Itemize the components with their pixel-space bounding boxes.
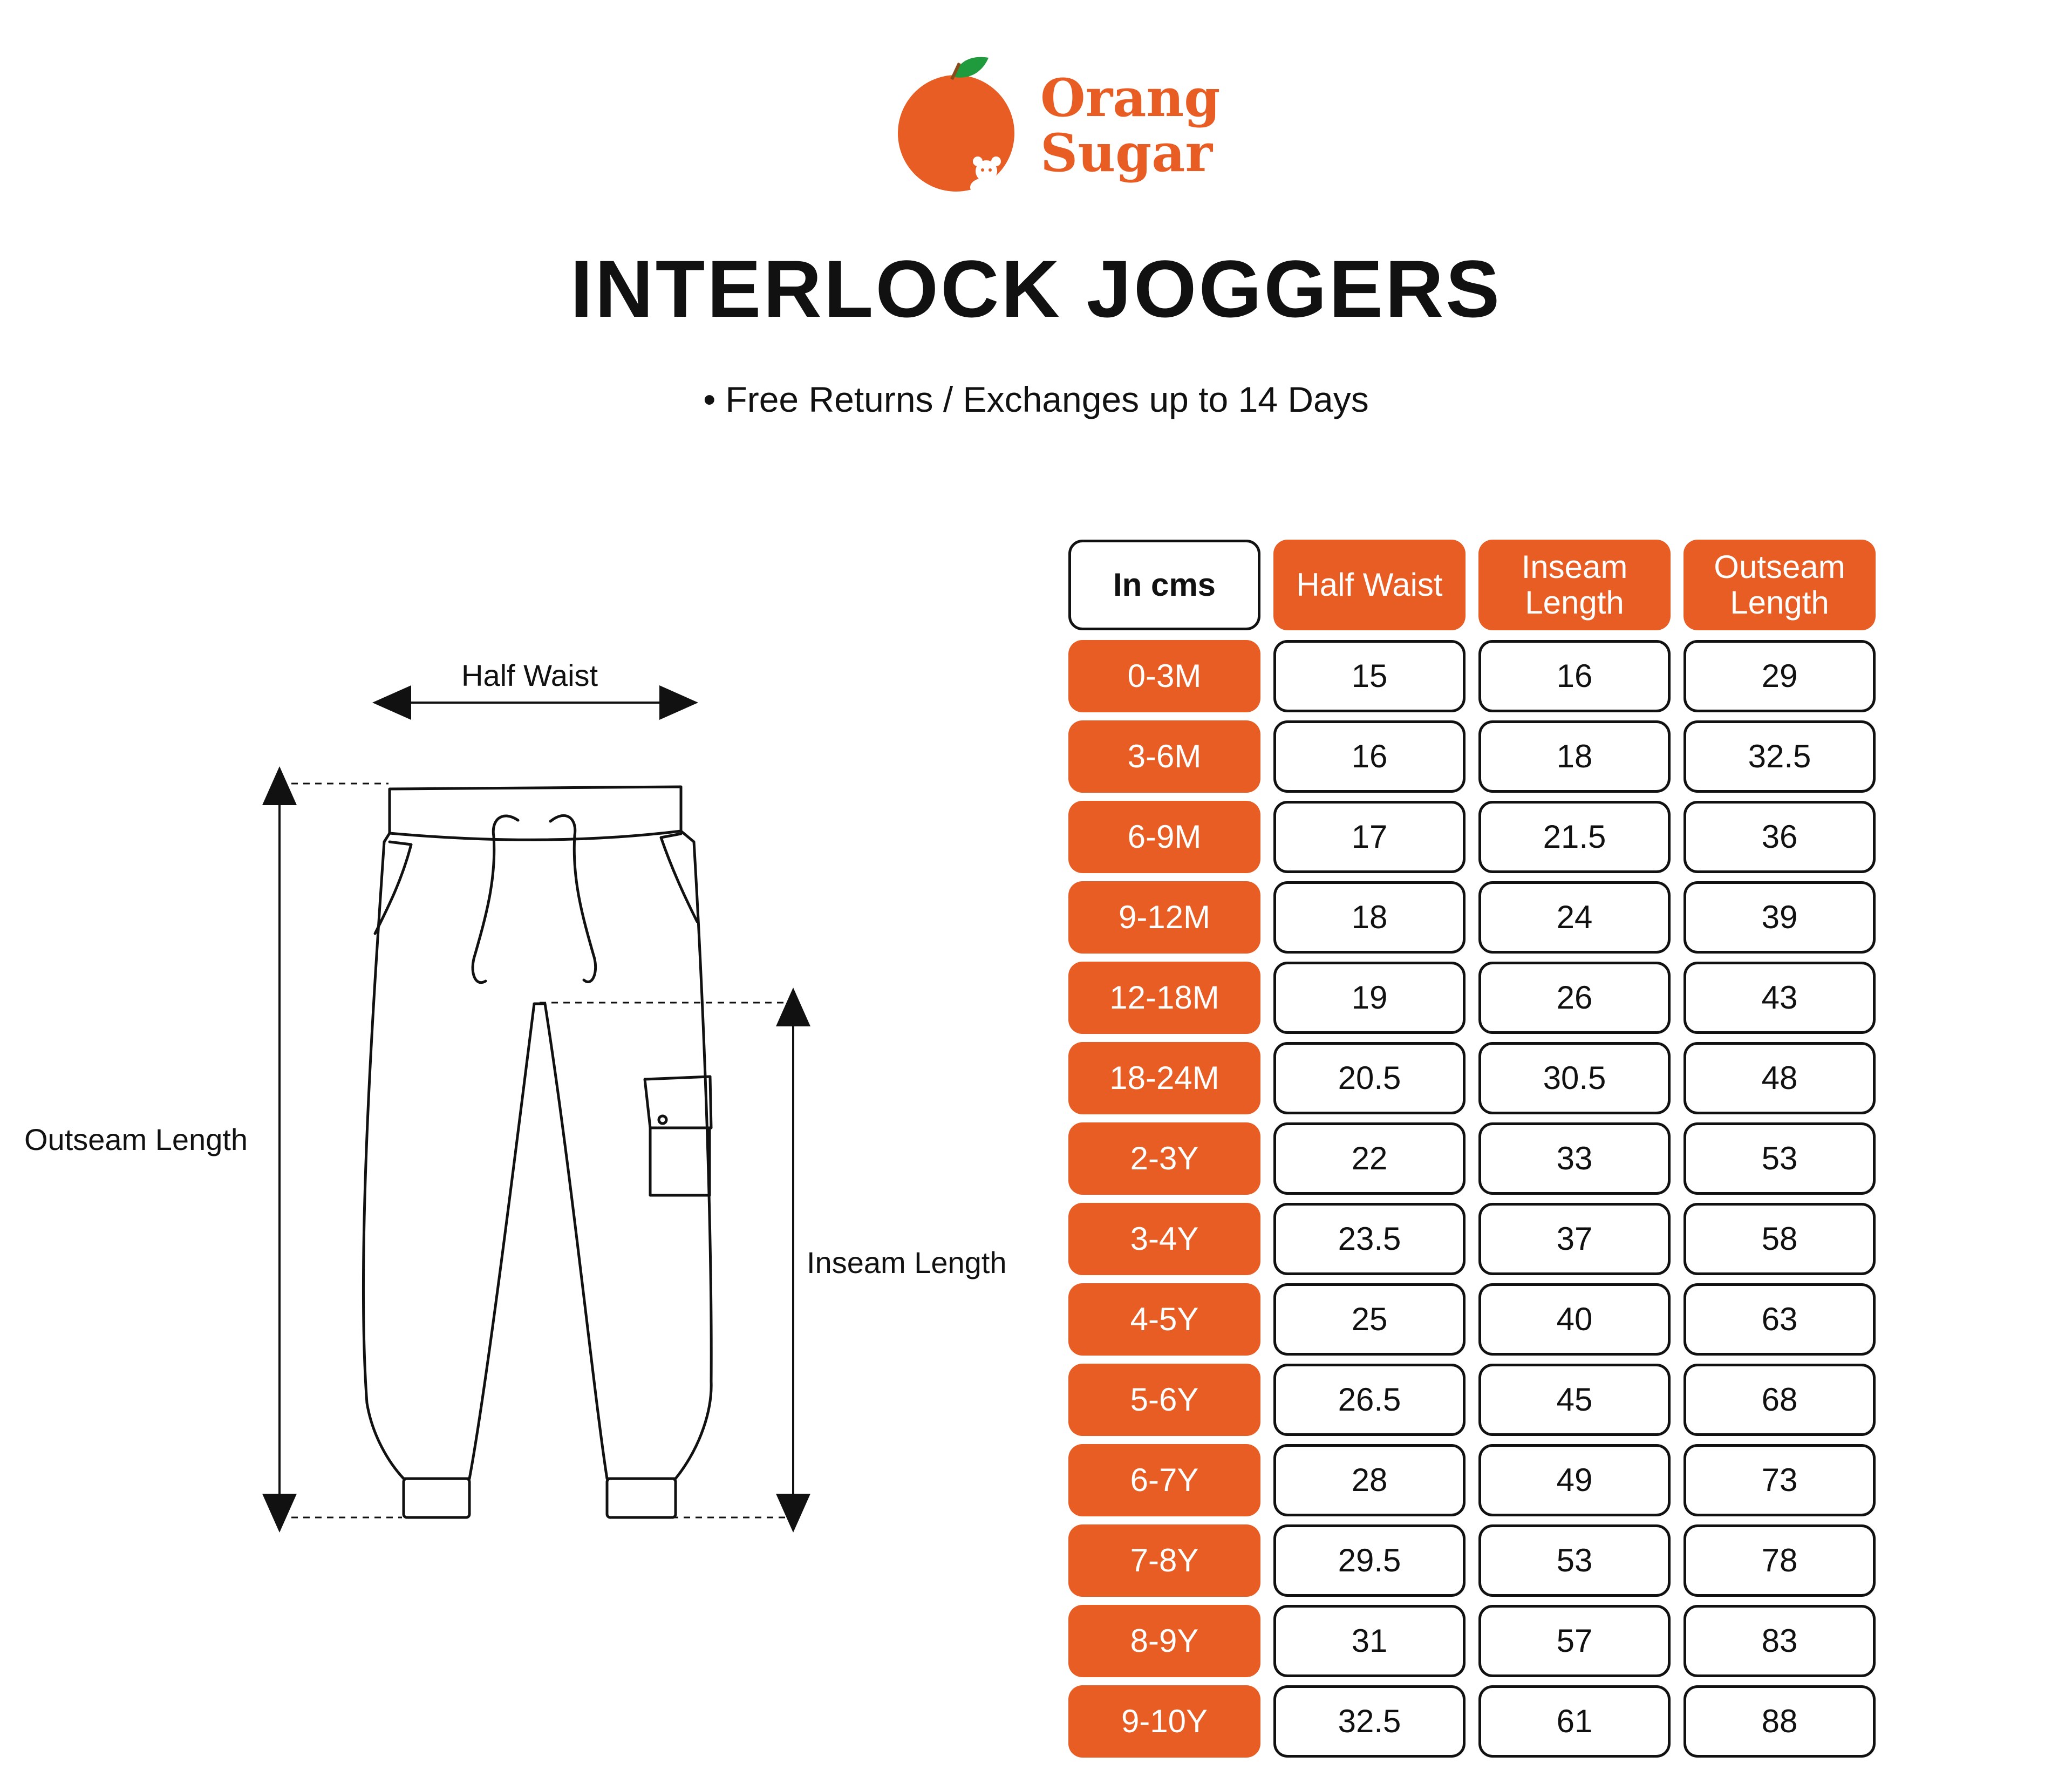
- inseam-length-label: Inseam Length: [807, 1245, 1007, 1279]
- outseam-value: 88: [1684, 1685, 1876, 1758]
- size-label: 3-6M: [1068, 720, 1260, 793]
- half-waist-value: 32.5: [1273, 1685, 1466, 1758]
- size-label: 12-18M: [1068, 962, 1260, 1034]
- brand-logo: Orange Sugar: [896, 51, 1253, 197]
- units-header-cell: In cms: [1068, 540, 1260, 630]
- outseam-value: 29: [1684, 640, 1876, 712]
- page-title: INTERLOCK JOGGERS: [570, 243, 1502, 334]
- inseam-value: 57: [1478, 1605, 1671, 1677]
- returns-notice: •Free Returns / Exchanges up to 14 Days: [0, 378, 2072, 421]
- outseam-value: 36: [1684, 801, 1876, 873]
- size-label: 9-10Y: [1068, 1685, 1260, 1758]
- size-label: 9-12M: [1068, 881, 1260, 954]
- brand-name-line2: Sugar: [1040, 122, 1213, 183]
- inseam-value: 37: [1478, 1203, 1671, 1275]
- brand-name-line1: Orange: [1040, 67, 1219, 128]
- inseam-value: 16: [1478, 640, 1671, 712]
- size-label: 18-24M: [1068, 1042, 1260, 1114]
- measurement-diagram: Half Waist Outseam Length Inseam Length: [0, 637, 1052, 1554]
- outseam-value: 43: [1684, 962, 1876, 1034]
- inseam-value: 30.5: [1478, 1042, 1671, 1114]
- size-chart-table: In cms Half Waist Inseam Length Outseam …: [1068, 540, 1889, 1766]
- outseam-value: 48: [1684, 1042, 1876, 1114]
- size-label: 5-6Y: [1068, 1364, 1260, 1436]
- inseam-length-header: Inseam Length: [1478, 540, 1671, 630]
- jogger-pants-outline-icon: [262, 685, 810, 1533]
- inseam-value: 40: [1478, 1283, 1671, 1356]
- half-waist-value: 29.5: [1273, 1524, 1466, 1597]
- half-waist-value: 22: [1273, 1122, 1466, 1195]
- half-waist-value: 25: [1273, 1283, 1466, 1356]
- size-label: 8-9Y: [1068, 1605, 1260, 1677]
- inseam-value: 45: [1478, 1364, 1671, 1436]
- returns-notice-text: Free Returns / Exchanges up to 14 Days: [725, 379, 1369, 419]
- half-waist-value: 23.5: [1273, 1203, 1466, 1275]
- inseam-value: 24: [1478, 881, 1671, 954]
- bullet-icon: •: [703, 379, 716, 419]
- half-waist-header: Half Waist: [1273, 540, 1466, 630]
- half-waist-value: 20.5: [1273, 1042, 1466, 1114]
- outseam-value: 83: [1684, 1605, 1876, 1677]
- half-waist-value: 16: [1273, 720, 1466, 793]
- size-label: 7-8Y: [1068, 1524, 1260, 1597]
- size-label: 6-7Y: [1068, 1444, 1260, 1516]
- outseam-value: 53: [1684, 1122, 1876, 1195]
- size-label: 2-3Y: [1068, 1122, 1260, 1195]
- size-label: 4-5Y: [1068, 1283, 1260, 1356]
- inseam-value: 61: [1478, 1685, 1671, 1758]
- outseam-value: 78: [1684, 1524, 1876, 1597]
- size-label: 3-4Y: [1068, 1203, 1260, 1275]
- outseam-value: 68: [1684, 1364, 1876, 1436]
- half-waist-value: 26.5: [1273, 1364, 1466, 1436]
- size-label: 0-3M: [1068, 640, 1260, 712]
- outseam-length-label: Outseam Length: [24, 1122, 248, 1156]
- half-waist-value: 31: [1273, 1605, 1466, 1677]
- inseam-value: 53: [1478, 1524, 1671, 1597]
- half-waist-value: 18: [1273, 881, 1466, 954]
- outseam-length-header: Outseam Length: [1684, 540, 1876, 630]
- half-waist-value: 28: [1273, 1444, 1466, 1516]
- outseam-value: 58: [1684, 1203, 1876, 1275]
- outseam-value: 63: [1684, 1283, 1876, 1356]
- half-waist-value: 17: [1273, 801, 1466, 873]
- inseam-value: 18: [1478, 720, 1671, 793]
- orange-fruit-icon: Orange Sugar: [898, 57, 1253, 197]
- half-waist-value: 15: [1273, 640, 1466, 712]
- half-waist-value: 19: [1273, 962, 1466, 1034]
- inseam-value: 26: [1478, 962, 1671, 1034]
- outseam-value: 32.5: [1684, 720, 1876, 793]
- outseam-value: 39: [1684, 881, 1876, 954]
- inseam-value: 21.5: [1478, 801, 1671, 873]
- size-label: 6-9M: [1068, 801, 1260, 873]
- inseam-value: 49: [1478, 1444, 1671, 1516]
- inseam-value: 33: [1478, 1122, 1671, 1195]
- outseam-value: 73: [1684, 1444, 1876, 1516]
